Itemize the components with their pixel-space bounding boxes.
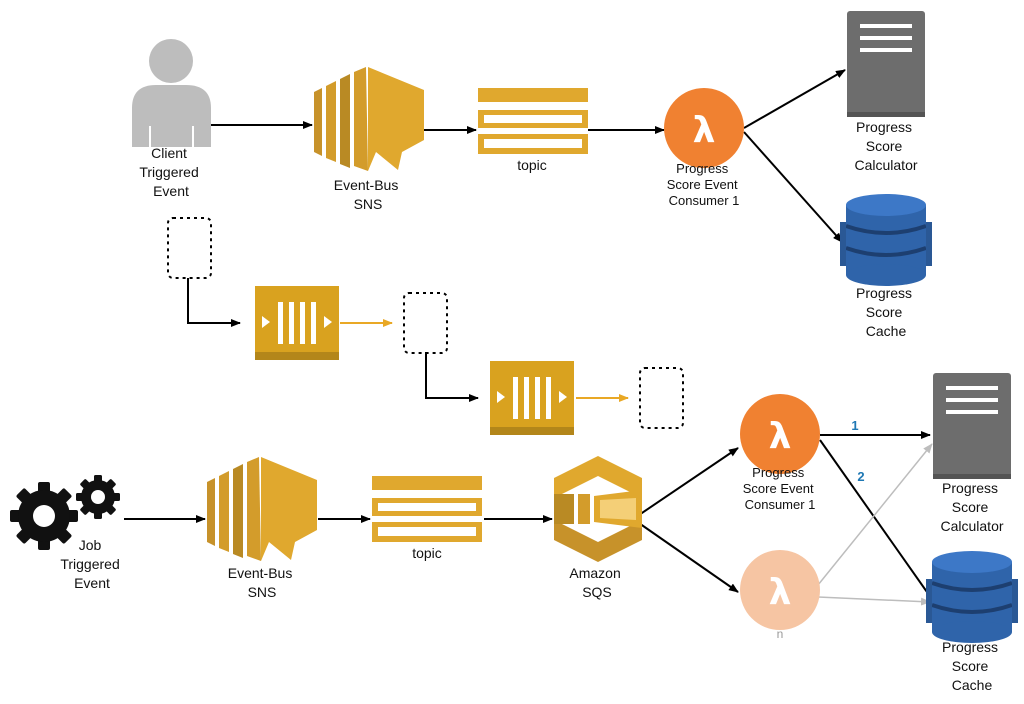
client-label: Client Triggered Event — [139, 145, 202, 199]
calculator-label: Progress Score Calculator — [940, 480, 1003, 534]
edge-label-2: 2 — [857, 469, 864, 484]
consumer-label: Progress Score Event Consumer 1 — [667, 161, 741, 208]
cache-label: Progress Score Cache — [942, 639, 1002, 693]
arrow-sqs-to-consumer-n — [635, 520, 739, 593]
topic-label: topic — [517, 157, 547, 173]
topic-label: topic — [412, 545, 442, 561]
client-user-icon — [132, 39, 211, 147]
lambda-icon: λ — [740, 394, 820, 474]
svg-text:λ: λ — [693, 110, 716, 151]
placeholder-box — [403, 292, 448, 354]
cache-label: Progress Score Cache — [856, 285, 916, 339]
arrow-consumer-n-to-calculator — [817, 443, 933, 586]
placeholder-box — [639, 367, 684, 429]
server-icon — [847, 11, 925, 117]
dynamodb-icon — [926, 551, 1018, 643]
sns-icon — [207, 457, 317, 561]
sqs-label: Amazon SQS — [569, 565, 624, 600]
arrow-consumer-to-cache — [743, 131, 843, 243]
connectors — [124, 69, 935, 606]
kinesis-stream-icon — [490, 361, 574, 435]
svg-text:λ: λ — [769, 572, 792, 613]
arrow-sqs-to-consumer-1 — [635, 447, 739, 518]
consumer-n-label: n — [777, 627, 784, 641]
sqs-icon — [554, 456, 642, 562]
arrow-placeholder-to-stream-1 — [187, 278, 241, 327]
edge-label-1: 1 — [851, 418, 858, 433]
lambda-faded-icon: λ — [740, 550, 820, 630]
placeholder-box — [167, 217, 212, 279]
calculator-label: Progress Score Calculator — [854, 119, 917, 173]
dynamodb-icon — [840, 194, 932, 286]
sns-icon — [314, 67, 424, 171]
lambda-icon: λ — [664, 88, 744, 168]
topic-icon — [478, 88, 588, 154]
topic-icon — [372, 476, 482, 542]
event-bus-label: Event-Bus SNS — [228, 565, 296, 600]
svg-text:λ: λ — [769, 416, 792, 457]
server-icon — [933, 373, 1011, 479]
consumer-1-label: Progress Score Event Consumer 1 — [743, 465, 817, 512]
job-label: Job Triggered Event — [60, 537, 123, 591]
gears-icon — [10, 475, 120, 550]
arrow-placeholder-to-stream-2 — [425, 352, 479, 402]
event-bus-label: Event-Bus SNS — [334, 177, 402, 212]
arrow-consumer-1-to-cache — [819, 439, 935, 603]
kinesis-stream-icon — [255, 286, 339, 360]
arrow-consumer-to-calculator — [743, 69, 846, 129]
arrow-consumer-n-to-cache — [817, 596, 931, 606]
